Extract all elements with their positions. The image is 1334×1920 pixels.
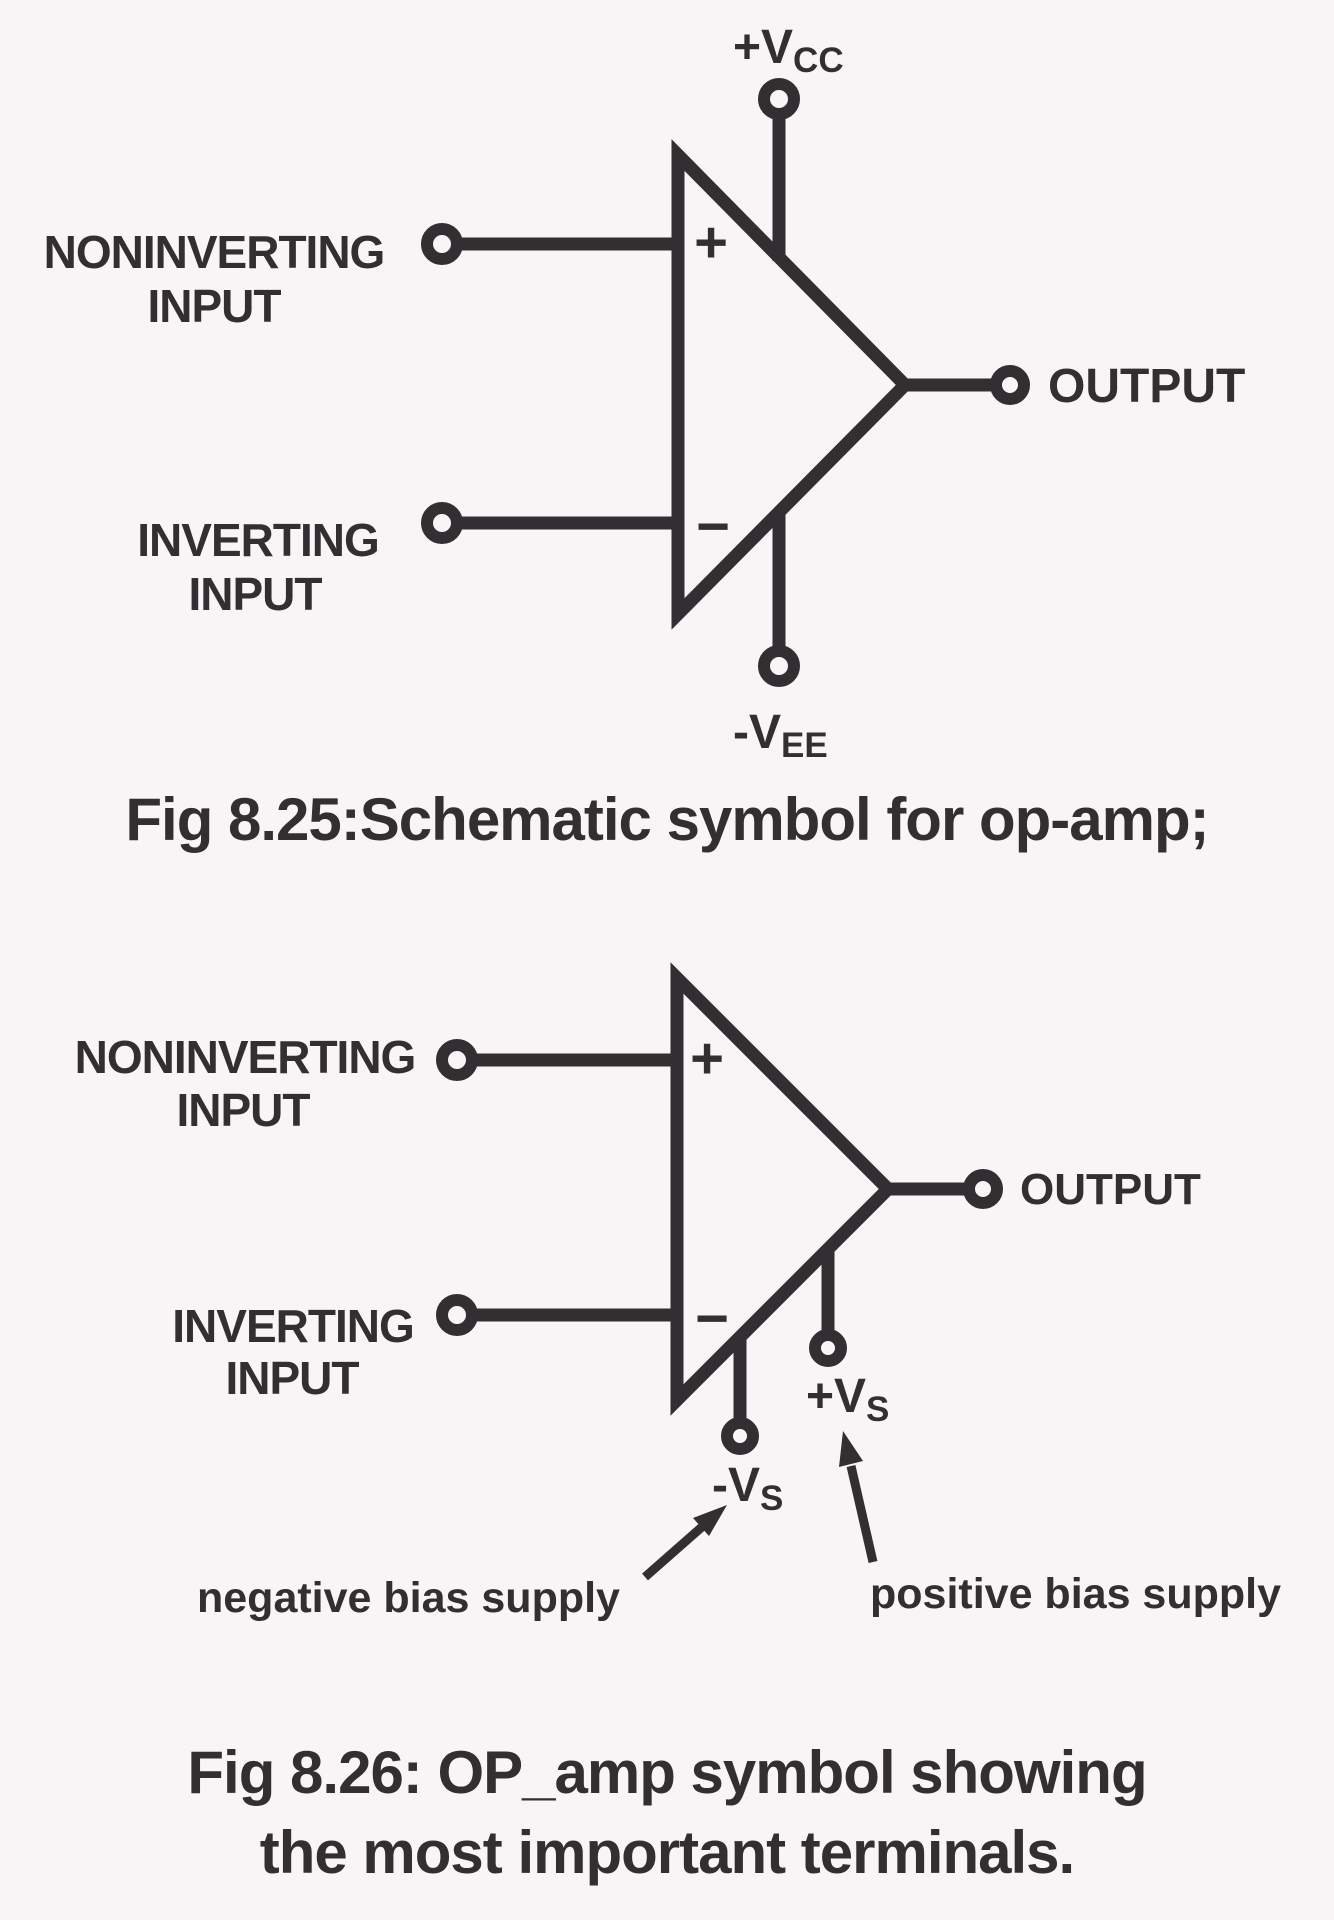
output-label: OUTPUT xyxy=(1048,360,1245,413)
inverting-input-label-line1: INVERTING xyxy=(137,514,378,566)
fig-826-caption-line2: the most important terminals. xyxy=(260,1819,1074,1886)
vee-terminal xyxy=(758,645,800,687)
vcc-terminal xyxy=(758,78,800,120)
output-label: OUTPUT xyxy=(1020,1165,1201,1214)
negative-supply-annotation: negative bias supply xyxy=(197,1574,620,1622)
vcc-label: +VCC xyxy=(733,21,844,80)
negative-supply-label: -VS xyxy=(712,1459,783,1518)
output-terminal xyxy=(990,365,1030,405)
inverting-input-label-line2: INPUT xyxy=(189,568,323,620)
minus-sign: − xyxy=(695,1286,729,1351)
op-amp-triangle xyxy=(671,139,915,630)
fig-826-caption-line1: Fig 8.26: OP_amp symbol showing xyxy=(187,1739,1146,1806)
op-amp-triangle xyxy=(670,962,898,1416)
noninverting-input-label-line1: NONINVERTING xyxy=(44,226,385,278)
noninverting-input-label-line2: INPUT xyxy=(177,1084,311,1136)
positive-supply-label: +VS xyxy=(806,1370,889,1429)
fig-826-schematic: + − NONINVERTING INPUT INVERTING INPUT O… xyxy=(75,962,1281,1886)
output-terminal xyxy=(963,1169,1003,1209)
plus-sign: + xyxy=(690,1026,724,1091)
positive-supply-annotation: positive bias supply xyxy=(870,1570,1281,1618)
noninverting-terminal xyxy=(436,1039,478,1081)
noninverting-input-label-line2: INPUT xyxy=(148,280,282,332)
positive-supply-arrow xyxy=(839,1431,878,1564)
fig-825-schematic: + − NONINVERTING INPUT INVERTING INPUT O… xyxy=(44,21,1246,853)
noninverting-input-label-line1: NONINVERTING xyxy=(75,1031,416,1083)
inverting-input-label-line2: INPUT xyxy=(226,1352,360,1404)
vee-label: -VEE xyxy=(733,706,828,765)
positive-supply-terminal xyxy=(809,1329,847,1367)
minus-sign: − xyxy=(696,494,730,559)
negative-supply-arrow xyxy=(642,1505,727,1581)
fig-825-caption: Fig 8.25:Schematic symbol for op-amp; xyxy=(125,786,1208,853)
noninverting-terminal xyxy=(421,223,463,265)
inverting-input-label-line1: INVERTING xyxy=(172,1300,413,1352)
inverting-terminal xyxy=(421,502,463,544)
negative-supply-terminal xyxy=(721,1417,759,1455)
inverting-terminal xyxy=(436,1294,478,1336)
plus-sign: + xyxy=(694,210,728,275)
